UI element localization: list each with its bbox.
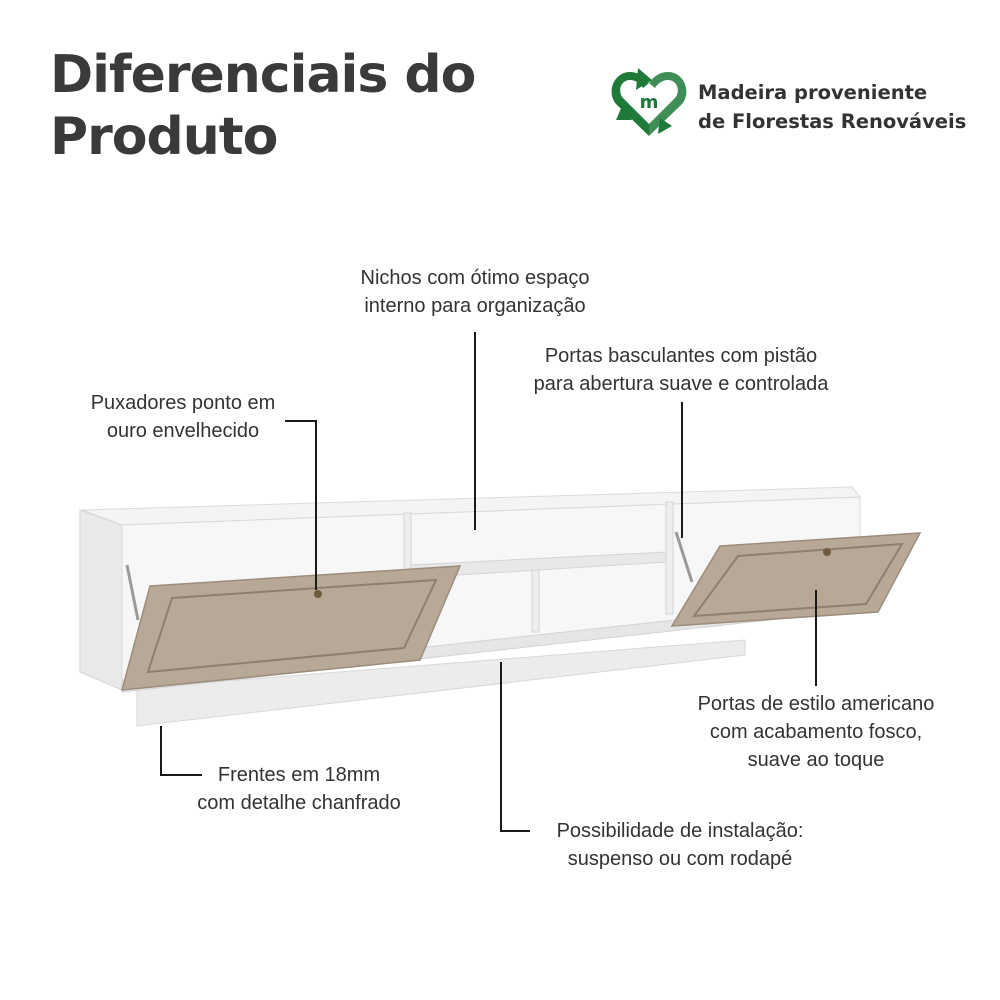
left-door-handle bbox=[314, 590, 322, 598]
right-piston bbox=[674, 531, 694, 583]
callout-fronts-line-1: Frentes em 18mm bbox=[217, 764, 381, 786]
divider-right bbox=[665, 501, 674, 615]
callout-tilt-doors-line-2: para abertura suave e controlada bbox=[533, 373, 829, 395]
title-line-1: Diferenciais do bbox=[50, 45, 476, 105]
leader-fronts-v bbox=[160, 726, 162, 776]
recycle-heart-icon: m bbox=[611, 68, 687, 136]
badge-line-1: Madeira proveniente bbox=[698, 81, 928, 104]
leader-american-doors bbox=[815, 590, 817, 686]
cabinet-body bbox=[79, 509, 123, 691]
callout-installation-line-2: suspenso ou com rodapé bbox=[567, 848, 793, 870]
right-door bbox=[670, 532, 922, 627]
callout-tilt-doors: Portas basculantes com pistão para abert… bbox=[502, 342, 860, 398]
callout-american-doors-line-3: suave ao toque bbox=[747, 749, 885, 771]
page-title: Diferenciais do Produto bbox=[50, 44, 476, 168]
callout-niches: Nichos com ótimo espaço interno para org… bbox=[330, 264, 620, 320]
callout-installation-line-1: Possibilidade de instalação: bbox=[556, 820, 804, 842]
callout-handles-line-2: ouro envelhecido bbox=[106, 420, 260, 442]
right-door-panel bbox=[691, 542, 904, 618]
callout-niches-line-1: Nichos com ótimo espaço bbox=[360, 267, 590, 289]
leader-handles-h bbox=[285, 420, 317, 422]
badge-line-2: de Florestas Renováveis bbox=[698, 110, 967, 133]
right-door-handle bbox=[823, 548, 831, 556]
callout-american-doors-line-2: com acabamento fosco, bbox=[709, 721, 923, 743]
callout-handles-line-1: Puxadores ponto em bbox=[90, 392, 276, 414]
callout-installation: Possibilidade de instalação: suspenso ou… bbox=[530, 817, 830, 873]
badge-text: Madeira proveniente de Florestas Renováv… bbox=[698, 78, 966, 136]
logo-letter: m bbox=[640, 92, 659, 113]
leader-tilt-doors bbox=[681, 402, 683, 538]
leader-installation-v bbox=[500, 662, 502, 832]
leader-installation-h bbox=[500, 830, 530, 832]
title-line-2: Produto bbox=[50, 107, 278, 167]
callout-tilt-doors-line-1: Portas basculantes com pistão bbox=[544, 345, 818, 367]
callout-fronts-line-2: com detalhe chanfrado bbox=[197, 792, 401, 814]
left-piston bbox=[125, 564, 140, 621]
callout-american-doors: Portas de estilo americano com acabament… bbox=[664, 690, 968, 774]
leader-niches bbox=[474, 332, 476, 530]
leader-fronts-h bbox=[160, 774, 202, 776]
callout-american-doors-line-1: Portas de estilo americano bbox=[697, 693, 935, 715]
niche-divider bbox=[531, 569, 540, 633]
callout-fronts: Frentes em 18mm com detalhe chanfrado bbox=[170, 761, 428, 817]
plinth bbox=[136, 639, 746, 727]
callout-niches-line-2: interno para organização bbox=[364, 295, 586, 317]
renewable-wood-badge: m Madeira proveniente de Florestas Renov… bbox=[608, 66, 988, 140]
left-door-panel bbox=[146, 578, 438, 674]
leader-handles-v bbox=[315, 420, 317, 590]
left-door bbox=[120, 565, 462, 691]
callout-handles: Puxadores ponto em ouro envelhecido bbox=[64, 389, 302, 445]
